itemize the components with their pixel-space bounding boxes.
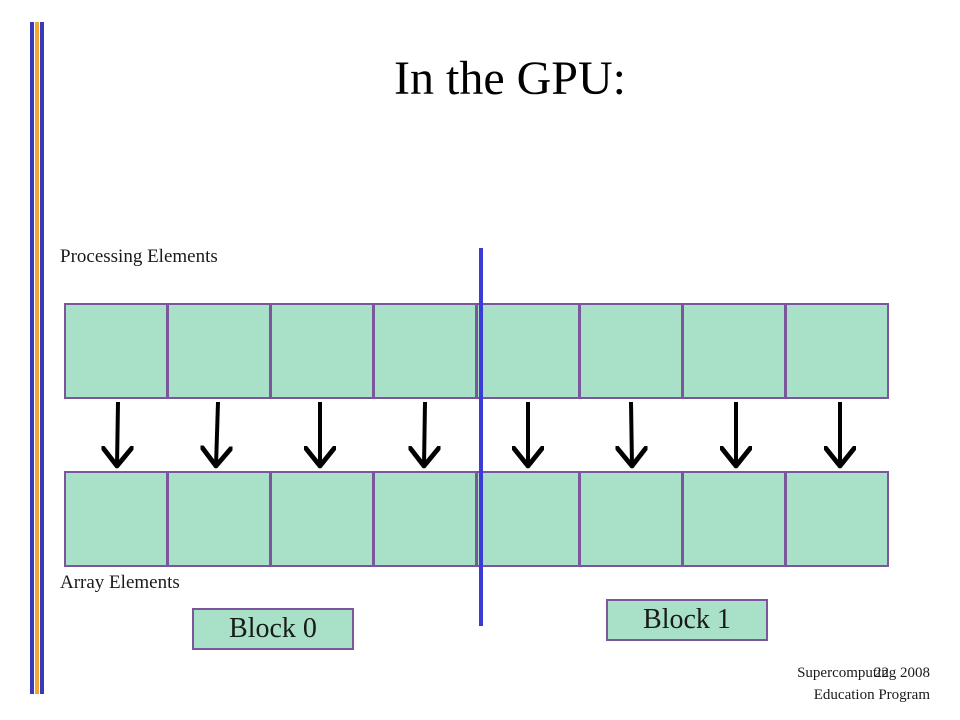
array-element [373, 471, 477, 567]
array-elements-label: Array Elements [60, 572, 180, 593]
processing-element [785, 303, 889, 399]
arrow [117, 401, 118, 466]
accent-bar-orange [35, 22, 39, 694]
accent-bar-blue-inner [40, 22, 44, 694]
array-element [579, 471, 683, 567]
block-1-box: Block 1 [606, 599, 768, 641]
slide-title: In the GPU: [394, 52, 626, 105]
processing-element [373, 303, 477, 399]
array-element [785, 471, 889, 567]
arrow [424, 401, 425, 466]
page-number: 22 [874, 665, 889, 681]
block-0-box: Block 0 [192, 608, 354, 650]
processing-elements-row [64, 303, 889, 399]
array-element [270, 471, 374, 567]
processing-element [167, 303, 271, 399]
accent-bar-blue [30, 22, 34, 694]
footer-line-2: Education Program [813, 687, 930, 703]
arrow [216, 401, 218, 466]
arrow [631, 401, 632, 466]
processing-element [270, 303, 374, 399]
array-element [167, 471, 271, 567]
footer: Supercomputing 2008 Education Program [797, 662, 930, 706]
processing-element [682, 303, 786, 399]
footer-line-1: Supercomputing 2008 [797, 665, 930, 681]
processing-element [476, 303, 580, 399]
array-elements-row [64, 471, 889, 567]
processing-element [64, 303, 168, 399]
array-element [476, 471, 580, 567]
array-element [682, 471, 786, 567]
processing-elements-label: Processing Elements [60, 246, 218, 267]
array-element [64, 471, 168, 567]
